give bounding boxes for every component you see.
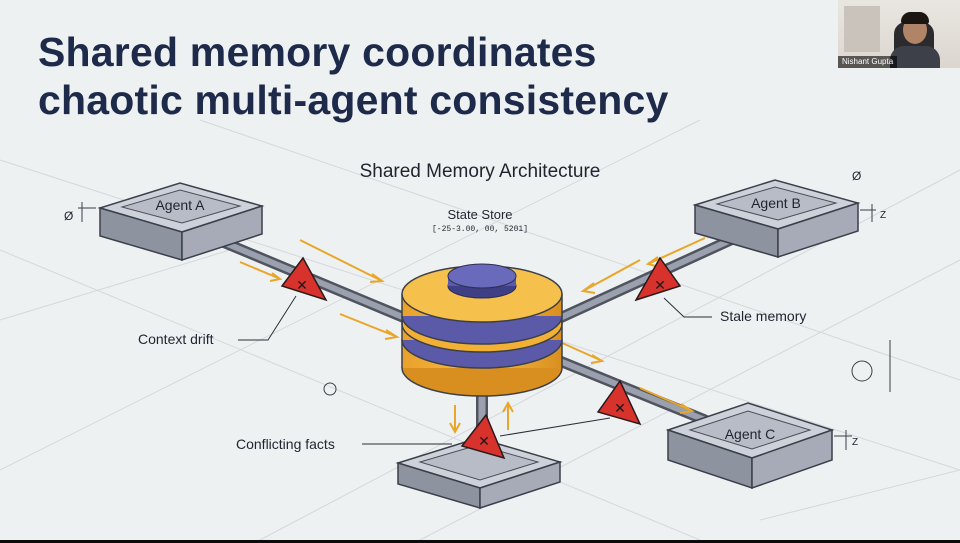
dimension-mark-d: Z [852,437,858,448]
slide-title-line-1: Shared memory coordinates [38,29,597,75]
slide-title-line-2: chaotic multi-agent consistency [38,77,669,123]
callout-leaders [238,295,712,445]
callout-conflicting-facts: Conflicting facts [236,436,335,452]
warning-triangle-icon: ✕ [280,256,328,302]
agent-c-node[interactable]: Agent C [665,402,835,490]
dimension-mark-b: Ø [852,169,861,183]
diagram-heading: Shared Memory Architecture [360,161,601,182]
database-cylinder-icon[interactable] [401,263,563,397]
participant-shirt [890,46,940,68]
agent-b-label: Agent B [751,195,801,211]
participant-video-tile[interactable]: Nishant Gupta [838,0,960,68]
callout-stale-memory: Stale memory [720,308,806,324]
dimension-mark-a: Ø [64,209,73,223]
state-store-readout: [-25-3.00, 00, 5201] [432,225,528,234]
dimension-mark-c: Z [880,210,886,221]
screen-bottom-edge [0,540,960,543]
agent-b-node[interactable]: Agent B [692,179,861,259]
warning-triangle-icon: ✕ [596,379,642,426]
svg-text:✕: ✕ [478,433,490,449]
agent-d-node[interactable] [395,437,563,510]
svg-text:✕: ✕ [654,277,666,293]
agent-c-label: Agent C [725,426,776,442]
state-store-label: State Store [447,207,512,222]
warning-triangle-icon: ✕ [634,256,682,302]
participant-hair [901,12,929,24]
warning-triangle-icon: ✕ [460,413,506,460]
video-background [844,6,880,52]
agent-a-node[interactable]: Agent A [97,182,265,262]
svg-text:✕: ✕ [296,277,308,293]
agent-a-label: Agent A [155,197,205,213]
svg-text:✕: ✕ [614,400,626,416]
callout-context-drift: Context drift [138,331,214,347]
participant-name: Nishant Gupta [838,56,898,68]
dimension-marks [78,202,891,450]
slide-title: Shared memory coordinates chaotic multi-… [38,28,838,124]
